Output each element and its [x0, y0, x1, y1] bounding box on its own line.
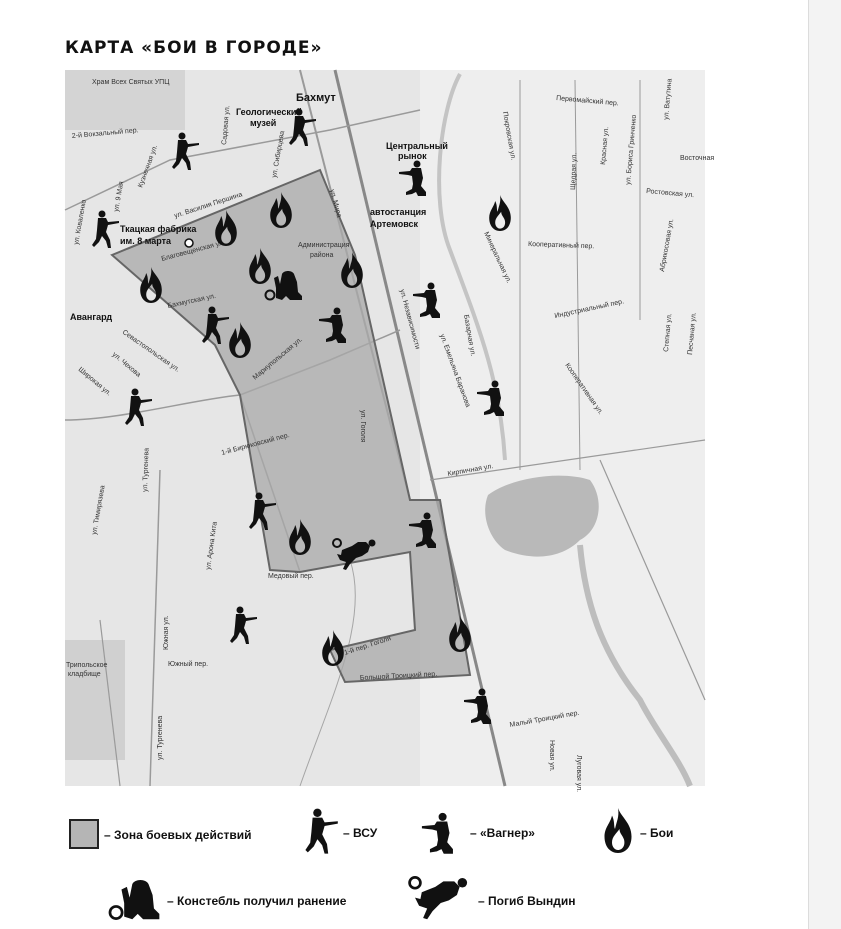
street-label: ул. Тургенева — [157, 716, 164, 760]
label-admin: Администрация — [298, 242, 350, 249]
street-label: Кооперативный пер. — [528, 240, 595, 250]
legend-wounded-label: – Констебль получил ранение — [167, 894, 347, 908]
side-panel — [808, 0, 841, 929]
street-label: ул. Гоголя — [359, 410, 366, 443]
river — [577, 544, 693, 788]
label-market-2: рынок — [398, 151, 427, 161]
label-bus-station-2: Артемовск — [370, 219, 419, 229]
label-avangard: Авангард — [70, 312, 112, 322]
street-label: ул. Тургенева — [142, 448, 151, 492]
park-area — [65, 70, 185, 130]
legend-fight-label: – Бои — [640, 826, 673, 840]
label-geo-museum-2: музей — [250, 118, 276, 128]
label-geo-museum: Геологический — [236, 107, 302, 117]
legend-killed-icon — [408, 876, 468, 921]
street-label: Красная ул. — [600, 126, 610, 165]
legend-zone-swatch — [69, 819, 99, 849]
street-label: Новая ул. — [548, 740, 555, 772]
legend-vsu-icon — [305, 808, 338, 854]
street-label: Южная ул. — [163, 615, 170, 650]
label-factory: Ткацкая фабрика — [120, 224, 197, 234]
street-label: Луговая ул. — [575, 755, 582, 792]
factory-marker — [184, 238, 194, 248]
cemetery-area — [65, 640, 125, 760]
street-label: Садовая ул. — [221, 105, 231, 145]
label-market: Центральный — [386, 141, 448, 151]
street-label: Южный пер. — [168, 660, 208, 668]
label-cemetery: Трипольское — [66, 662, 107, 669]
street-label: Ростовская ул. — [646, 188, 695, 199]
street-label: Медовый пер. — [268, 572, 314, 580]
legend-wagner-label: – «Вагнер» — [470, 826, 535, 840]
legend-fire-icon — [604, 808, 632, 853]
label-temple: Храм Всех Святых УПЦ — [92, 79, 170, 86]
legend-vsu-label: – ВСУ — [343, 826, 378, 840]
label-cemetery-2: кладбище — [68, 670, 101, 678]
legend: – Зона боевых действий – ВСУ – «Вагнер» … — [69, 808, 673, 921]
street-label: Восточная — [680, 155, 714, 162]
legend-wagner-icon — [421, 812, 453, 854]
street-label: Степная ул. — [663, 313, 673, 352]
label-factory-2: им. 8 марта — [120, 236, 172, 246]
street-label: ул. Ватутина — [663, 78, 674, 120]
legend-killed-label: – Погиб Вындин — [478, 894, 576, 908]
legend-zone-label: – Зона боевых действий — [104, 828, 252, 842]
street-label: Щедрая ул. — [570, 153, 578, 191]
label-city: Бахмут — [296, 92, 336, 104]
street-label: Песчаная ул. — [687, 312, 698, 355]
label-admin-2: района — [310, 251, 333, 259]
label-bus-station: автостанция — [370, 207, 426, 217]
map-east-area — [420, 70, 705, 786]
page-title: КАРТА «БОИ В ГОРОДЕ» — [65, 38, 323, 58]
legend-wounded-icon — [108, 878, 161, 921]
lake — [485, 475, 599, 557]
